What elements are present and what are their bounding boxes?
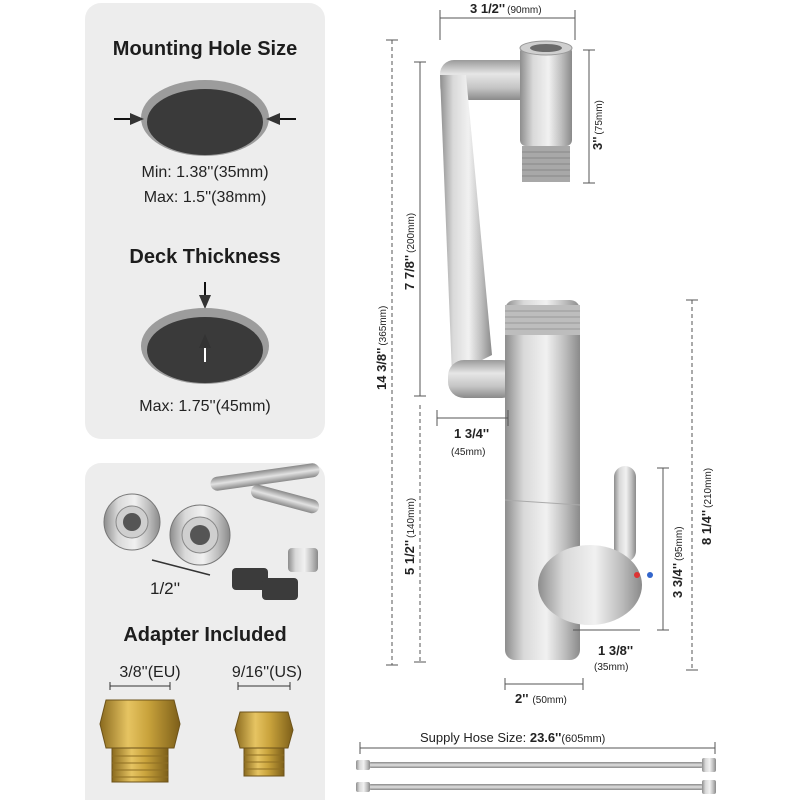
adapter-size-label: 1/2'' (150, 579, 180, 598)
dim-base-width: 2''(50mm) (515, 691, 567, 706)
dim-handle-height: 3 3/4''(95mm) (670, 526, 685, 598)
dim-top-width: 3 1/2''(90mm) (470, 1, 542, 16)
supply-hoses (356, 758, 716, 794)
dim-handle-width: 1 3/8'' (598, 643, 633, 658)
deck-thickness-illustration (141, 282, 269, 384)
deck-thickness-title: Deck Thickness (129, 246, 281, 268)
hose-fittings-photo: 1/2'' (103, 463, 320, 600)
hose-size-label: Supply Hose Size: 23.6''(605mm) (420, 730, 605, 745)
dim-total-height: 14 3/8''(365mm) (374, 306, 389, 390)
dim-handle-width-mm: (35mm) (594, 662, 628, 673)
mounting-hole-max: Max: 1.5''(38mm) (143, 189, 267, 206)
dim-neck-width: 1 3/4'' (454, 426, 489, 441)
adapter-eu-label: 3/8''(EU) (119, 664, 181, 681)
mounting-hole-illustration (114, 80, 296, 156)
dim-arm-height: 7 7/8''(200mm) (402, 213, 417, 290)
adapter-us-photo (234, 682, 294, 777)
adapter-title: Adapter Included (123, 624, 287, 646)
dim-body-height: 8 1/4''(210mm) (699, 468, 714, 545)
deck-thickness-max: Max: 1.75''(45mm) (139, 398, 271, 415)
adapter-eu-photo (99, 682, 181, 783)
faucet-illustration (440, 40, 653, 660)
dim-spout-height: 3''(75mm) (590, 100, 605, 150)
mounting-hole-title: Mounting Hole Size (112, 38, 298, 60)
dim-base-height: 5 1/2''(140mm) (402, 498, 417, 575)
adapter-us-label: 9/16''(US) (231, 664, 303, 681)
dimension-lines (359, 10, 716, 754)
dim-neck-width-mm: (45mm) (451, 447, 485, 458)
mounting-hole-min: Min: 1.38''(35mm) (141, 164, 269, 181)
